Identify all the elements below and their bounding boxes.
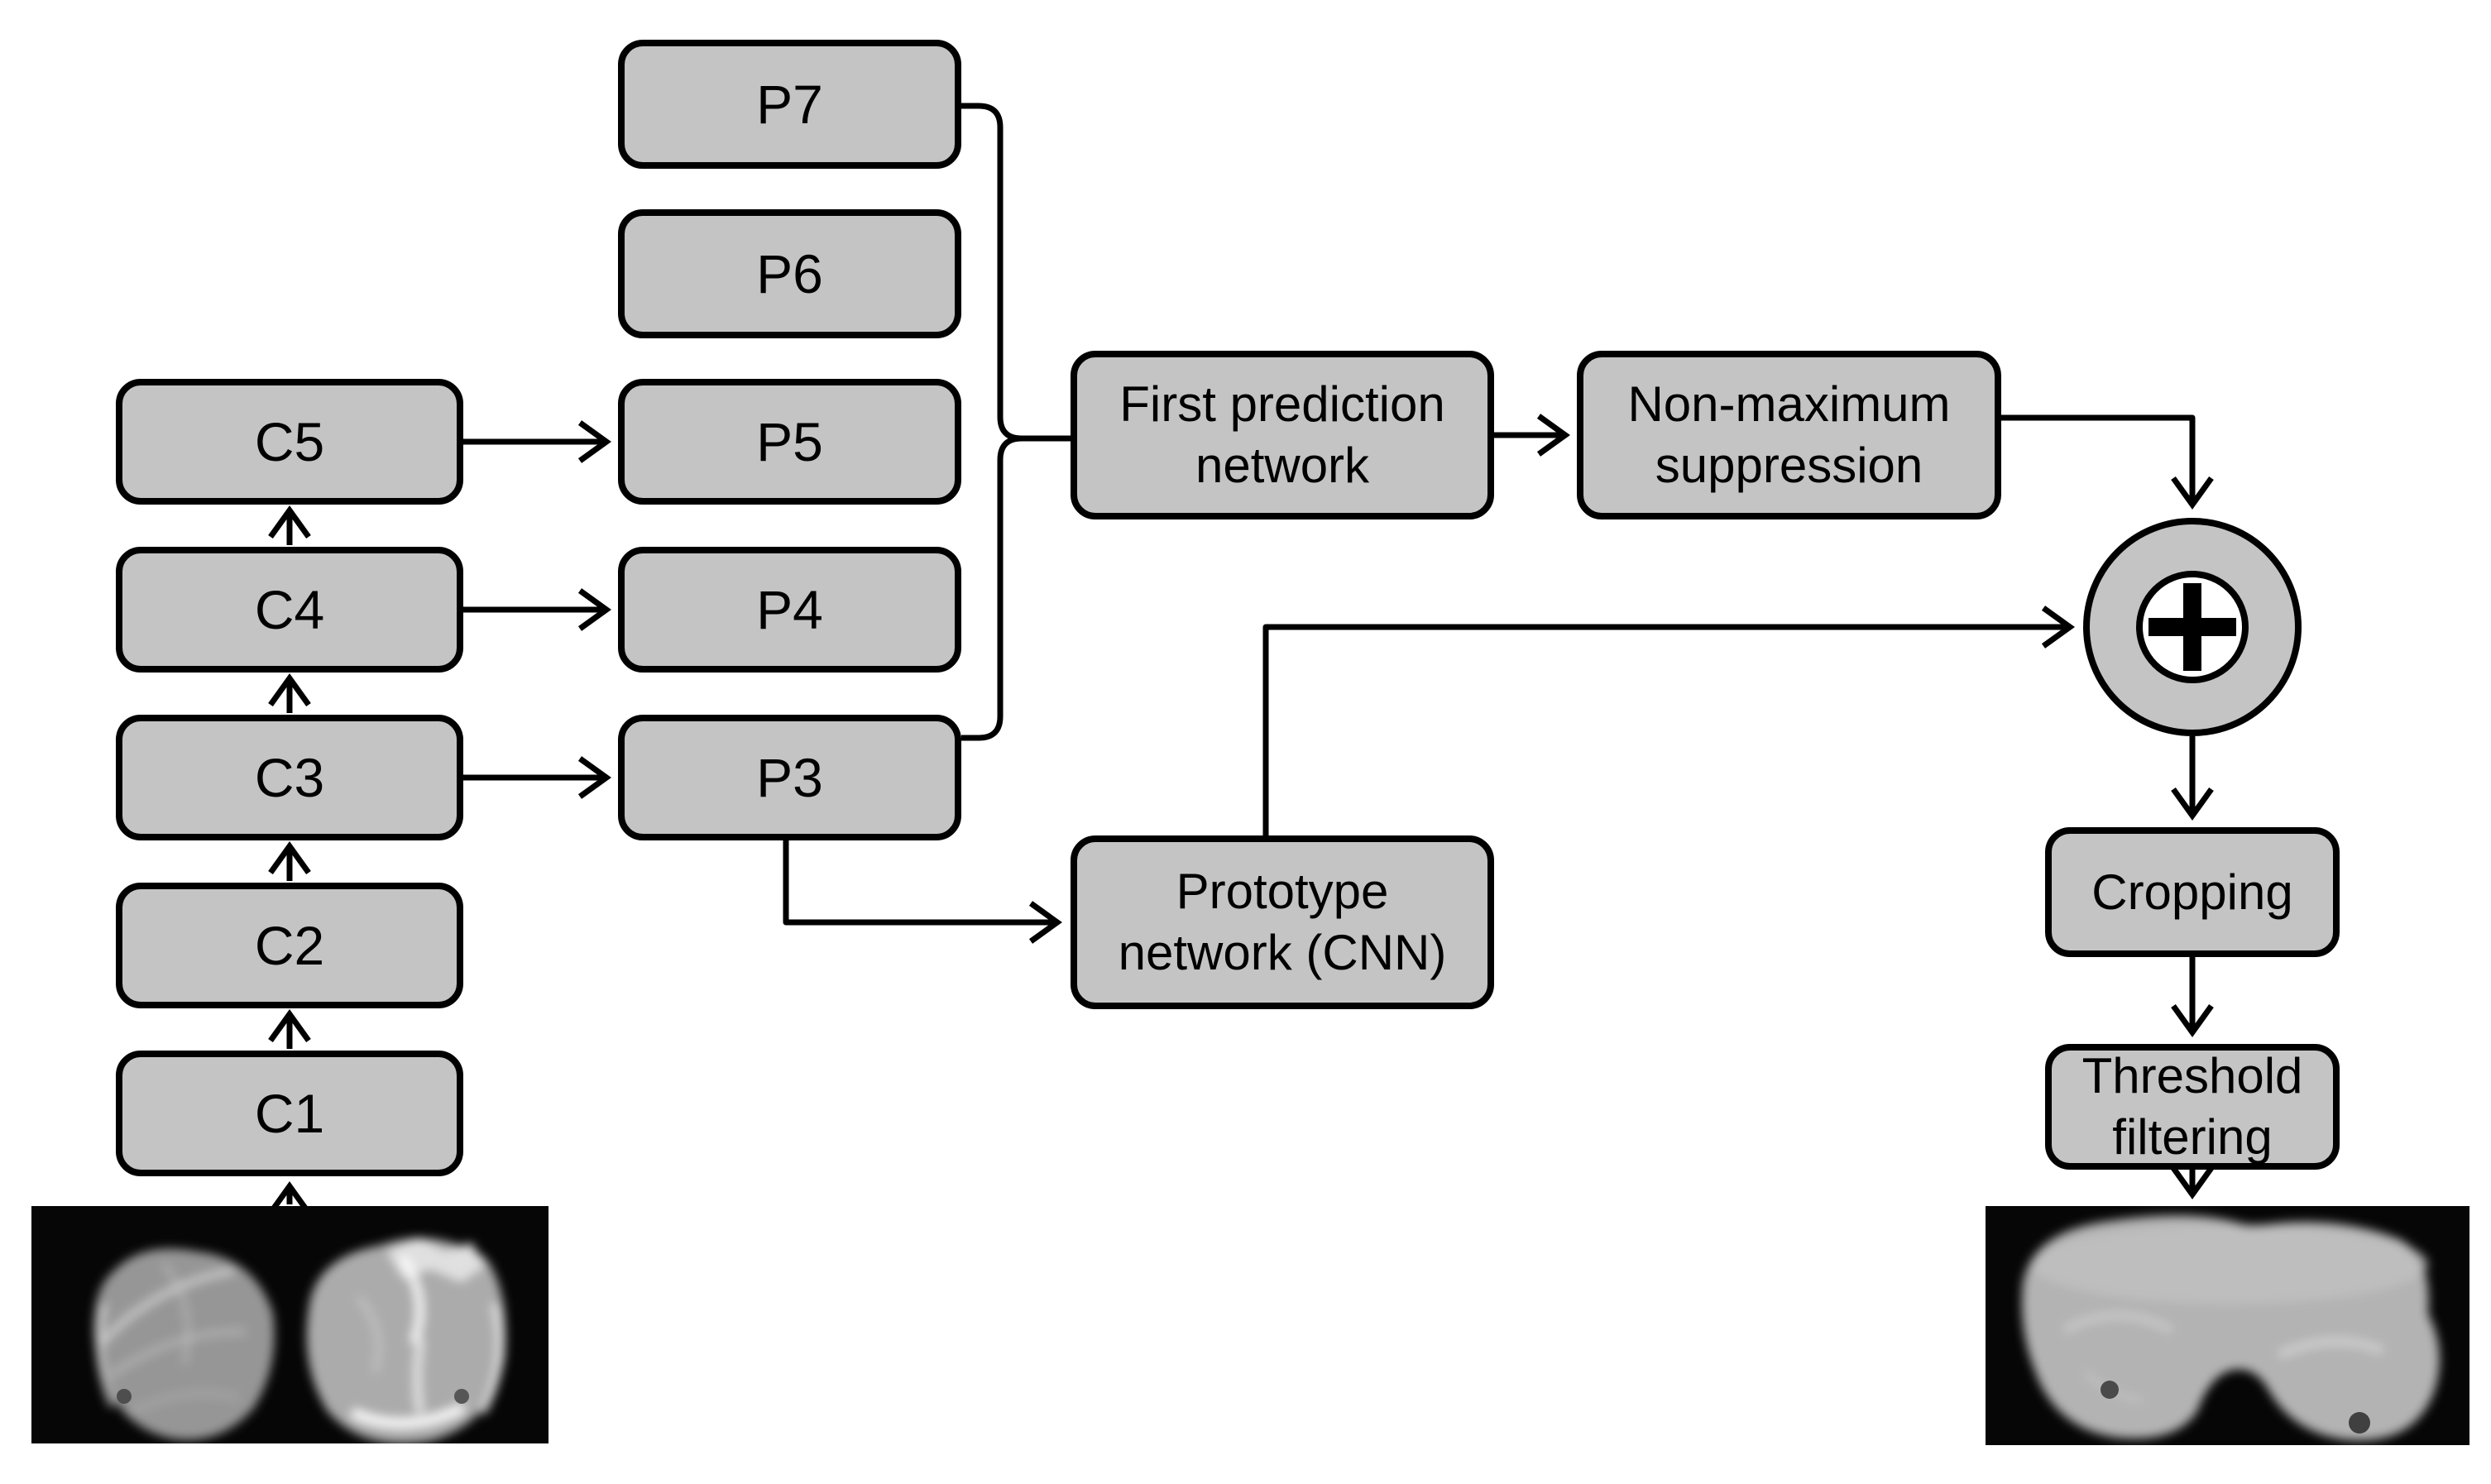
- node-c2: C2: [116, 883, 463, 1008]
- left-breast-blob: [93, 1248, 275, 1440]
- node-p5: P5: [618, 379, 961, 505]
- node-label-line2: suppression: [1655, 438, 1923, 493]
- node-label-line1: First prediction: [1119, 376, 1445, 432]
- node-threshold-filtering: Threshold filtering: [2045, 1044, 2340, 1170]
- node-label: C3: [254, 747, 325, 808]
- right-nipple-dot: [454, 1389, 469, 1404]
- left-nipple-dot: [117, 1389, 132, 1404]
- node-label-line1: Cropping: [2091, 864, 2293, 920]
- node-label: P6: [756, 243, 823, 304]
- node-label-line1: Prototype: [1176, 864, 1389, 919]
- right-nipple-dot: [2349, 1412, 2370, 1434]
- node-label-line1: Non-maximum: [1627, 376, 1951, 432]
- right-breast-blob: [306, 1237, 505, 1443]
- node-label: C2: [254, 915, 325, 976]
- node-c4: C4: [116, 547, 463, 673]
- node-cropping: Cropping: [2045, 827, 2340, 957]
- node-label: P7: [756, 74, 823, 135]
- node-label-line2: network (CNN): [1118, 925, 1447, 980]
- arrow-nms-to-merge: [2001, 414, 2214, 510]
- node-p7: P7: [618, 40, 961, 169]
- plus-icon: [2148, 583, 2236, 671]
- output-thermogram-image: [1986, 1206, 2469, 1445]
- arrow-prototype-to-merge: [1262, 606, 2075, 835]
- node-label: C5: [254, 411, 325, 472]
- node-label: P3: [756, 747, 823, 808]
- node-non-maximum-suppression: Non-maximum suppression: [1577, 351, 2001, 519]
- node-label: P5: [756, 411, 823, 472]
- node-label-line1: Threshold: [2081, 1048, 2303, 1103]
- node-label: C1: [254, 1083, 325, 1144]
- node-p3: P3: [618, 715, 961, 840]
- node-c3: C3: [116, 715, 463, 840]
- node-p6: P6: [618, 209, 961, 338]
- merge-node: [2083, 518, 2302, 736]
- trunk-p7-to-prediction: [961, 103, 1071, 442]
- node-prototype-network: Prototype network (CNN): [1071, 835, 1494, 1009]
- node-first-prediction-network: First prediction network: [1071, 351, 1494, 519]
- node-label-line2: network: [1195, 438, 1370, 493]
- trunk-p3-to-prediction: [961, 435, 1023, 741]
- node-label-line2: filtering: [2112, 1109, 2273, 1165]
- node-c1: C1: [116, 1051, 463, 1176]
- node-p4: P4: [618, 547, 961, 673]
- input-thermogram-image: [31, 1206, 548, 1443]
- node-c5: C5: [116, 379, 463, 505]
- node-label: P4: [756, 579, 823, 640]
- left-nipple-dot: [2101, 1381, 2119, 1399]
- node-label: C4: [254, 579, 325, 640]
- arrow-p3-to-prototype: [783, 840, 1062, 944]
- torso-blob: [2022, 1215, 2440, 1441]
